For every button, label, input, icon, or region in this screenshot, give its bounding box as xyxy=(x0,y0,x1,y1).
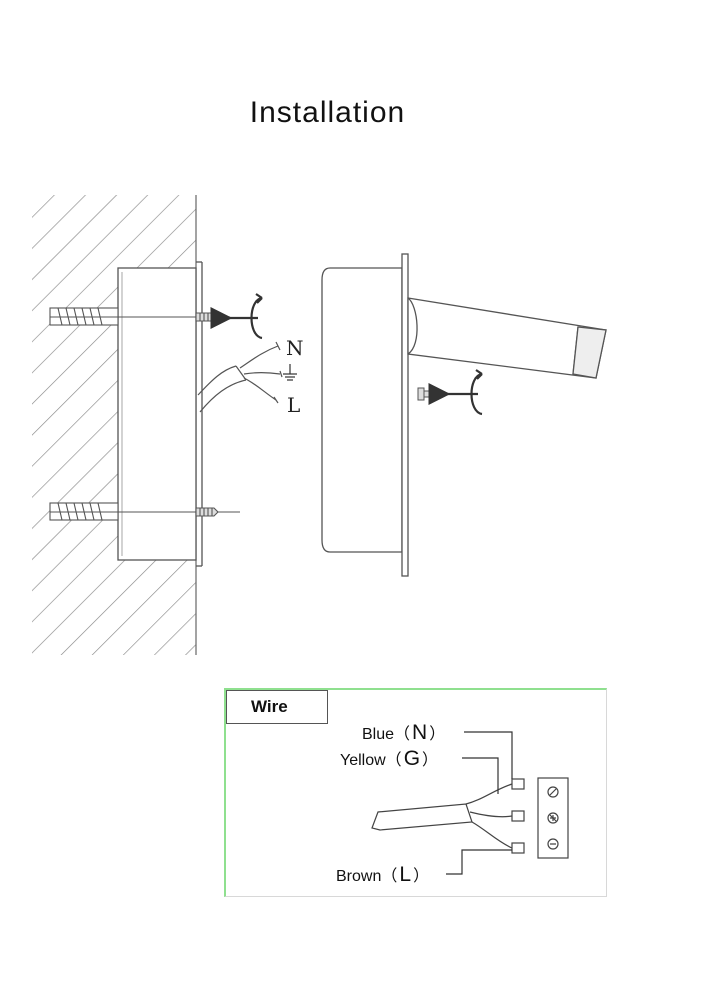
supply-cable xyxy=(197,341,283,413)
wall-lamp xyxy=(321,253,607,577)
rotate-arrow-icon xyxy=(210,293,263,340)
wire-cable-drawing xyxy=(371,731,569,875)
brown-wire-label: Brown（L） xyxy=(336,863,430,886)
page-title: Installation xyxy=(249,96,406,129)
terminal-n-label: N xyxy=(286,336,304,360)
back-box xyxy=(117,261,203,567)
terminal-l-label: L xyxy=(287,393,300,417)
blue-wire-label: Blue（N） xyxy=(362,721,446,744)
wire-panel xyxy=(224,688,607,897)
rotate-arrow-icon xyxy=(428,369,483,416)
wire-tab: Wire xyxy=(226,690,328,724)
fixing-screw xyxy=(417,387,437,401)
ground-icon xyxy=(283,364,297,381)
yellow-wire-label: Yellow（G） xyxy=(340,747,439,770)
